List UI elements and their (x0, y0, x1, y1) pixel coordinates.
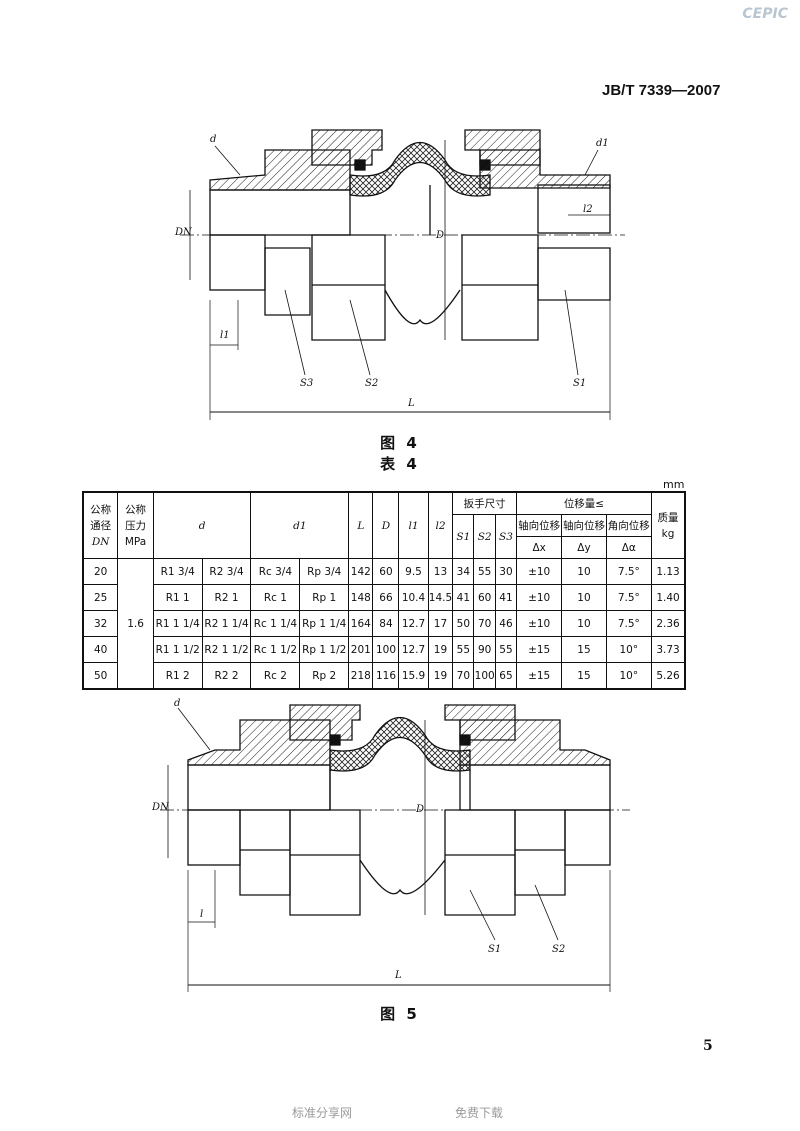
fig4-label-dn: DN (174, 227, 193, 238)
fig4-label-s1: S1 (573, 378, 586, 389)
fig4-label-d1: d1 (596, 138, 609, 149)
standard-number: JB/T 7339—2007 (602, 82, 721, 99)
th-s2: S2 (473, 514, 497, 559)
th-dy: Δy (561, 536, 607, 559)
fig5-label-L: L (394, 970, 402, 981)
th-d: d (152, 491, 252, 559)
unit-label: mm (663, 478, 685, 491)
fig4-label-l2: l2 (583, 204, 593, 215)
fig4-label-L: L (407, 398, 415, 409)
footer-right[interactable]: 免费下载 (455, 1106, 504, 1120)
th-l1: l1 (398, 491, 429, 559)
fig5-label-l: l (200, 909, 203, 920)
figure-5-caption: 图 5 (380, 1005, 420, 1023)
fig4-label-d: d (210, 134, 216, 145)
pressure-cell: 1.6 (117, 558, 154, 690)
th-lateral: 轴向位移 (561, 514, 607, 537)
fig5-label-D: D (415, 804, 424, 815)
figure-4-drawing: d d1 DN D l1 l2 S3 S2 S1 L (174, 129, 625, 420)
fig4-label-D: D (435, 230, 444, 241)
th-D: D (372, 491, 400, 559)
th-wrench: 扳手尺寸 (452, 491, 517, 515)
fig5-label-dn: DN (151, 802, 170, 813)
th-da: Δα (605, 536, 653, 559)
figure-4-caption: 图 4 (380, 434, 420, 452)
th-displacement: 位移量≤ (515, 491, 653, 515)
th-L: L (348, 491, 374, 559)
fig4-label-s3: S3 (300, 378, 313, 389)
fig4-label-l1: l1 (220, 330, 230, 341)
th-dx: Δx (515, 536, 563, 559)
footer-left[interactable]: 标准分享网 (292, 1106, 353, 1120)
figure-5-drawing: d DN D l S1 S2 L (151, 698, 630, 992)
th-axial: 轴向位移 (515, 514, 563, 537)
th-s1: S1 (452, 514, 475, 559)
th-s3: S3 (495, 514, 517, 559)
fig5-label-d: d (174, 698, 180, 709)
table-4-caption: 表 4 (380, 455, 420, 473)
page-number: 5 (703, 1038, 713, 1054)
cepic-logo: CEPIC (742, 6, 788, 22)
th-angular: 角向位移 (605, 514, 653, 537)
th-l2: l2 (427, 491, 454, 559)
fig5-label-s1: S1 (488, 944, 501, 955)
fig4-label-s2: S2 (365, 378, 378, 389)
th-d1: d1 (250, 491, 350, 559)
fig5-label-s2: S2 (552, 944, 565, 955)
